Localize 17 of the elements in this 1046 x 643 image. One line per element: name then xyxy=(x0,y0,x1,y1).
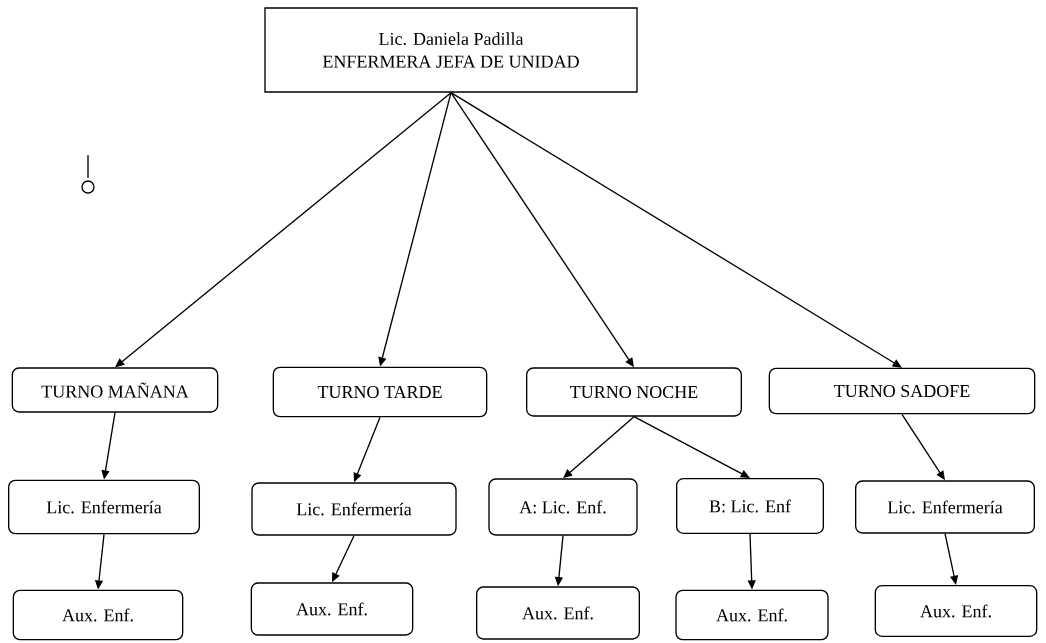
role-box: Lic. Enfermería xyxy=(8,479,200,535)
role-box: TURNO MAÑANA xyxy=(11,367,219,413)
role-box: Aux. Enf. xyxy=(12,589,184,641)
role-box: Lic. Enfermería xyxy=(251,482,457,536)
arrow xyxy=(633,416,750,478)
role-box: TURNO TARDE xyxy=(272,366,488,418)
role-box: Aux. Enf. xyxy=(476,586,640,640)
manager-box: Lic. Daniela Padilla ENFERMERA JEFA DE UNIDAD xyxy=(264,7,638,93)
role-box: Aux. Enf. xyxy=(675,589,829,641)
role-box: B: Lic. Enf xyxy=(676,478,824,534)
role-box: Lic. Enfermería xyxy=(855,480,1035,534)
role-box: Aux. Enf. xyxy=(250,582,414,636)
role-box: A: Lic. Enf. xyxy=(488,478,638,536)
role-box: TURNO NOCHE xyxy=(526,367,742,417)
arrow xyxy=(450,92,902,368)
role-box: Aux. Enf. xyxy=(874,585,1038,637)
role-box: TURNO SADOFE xyxy=(768,367,1036,415)
